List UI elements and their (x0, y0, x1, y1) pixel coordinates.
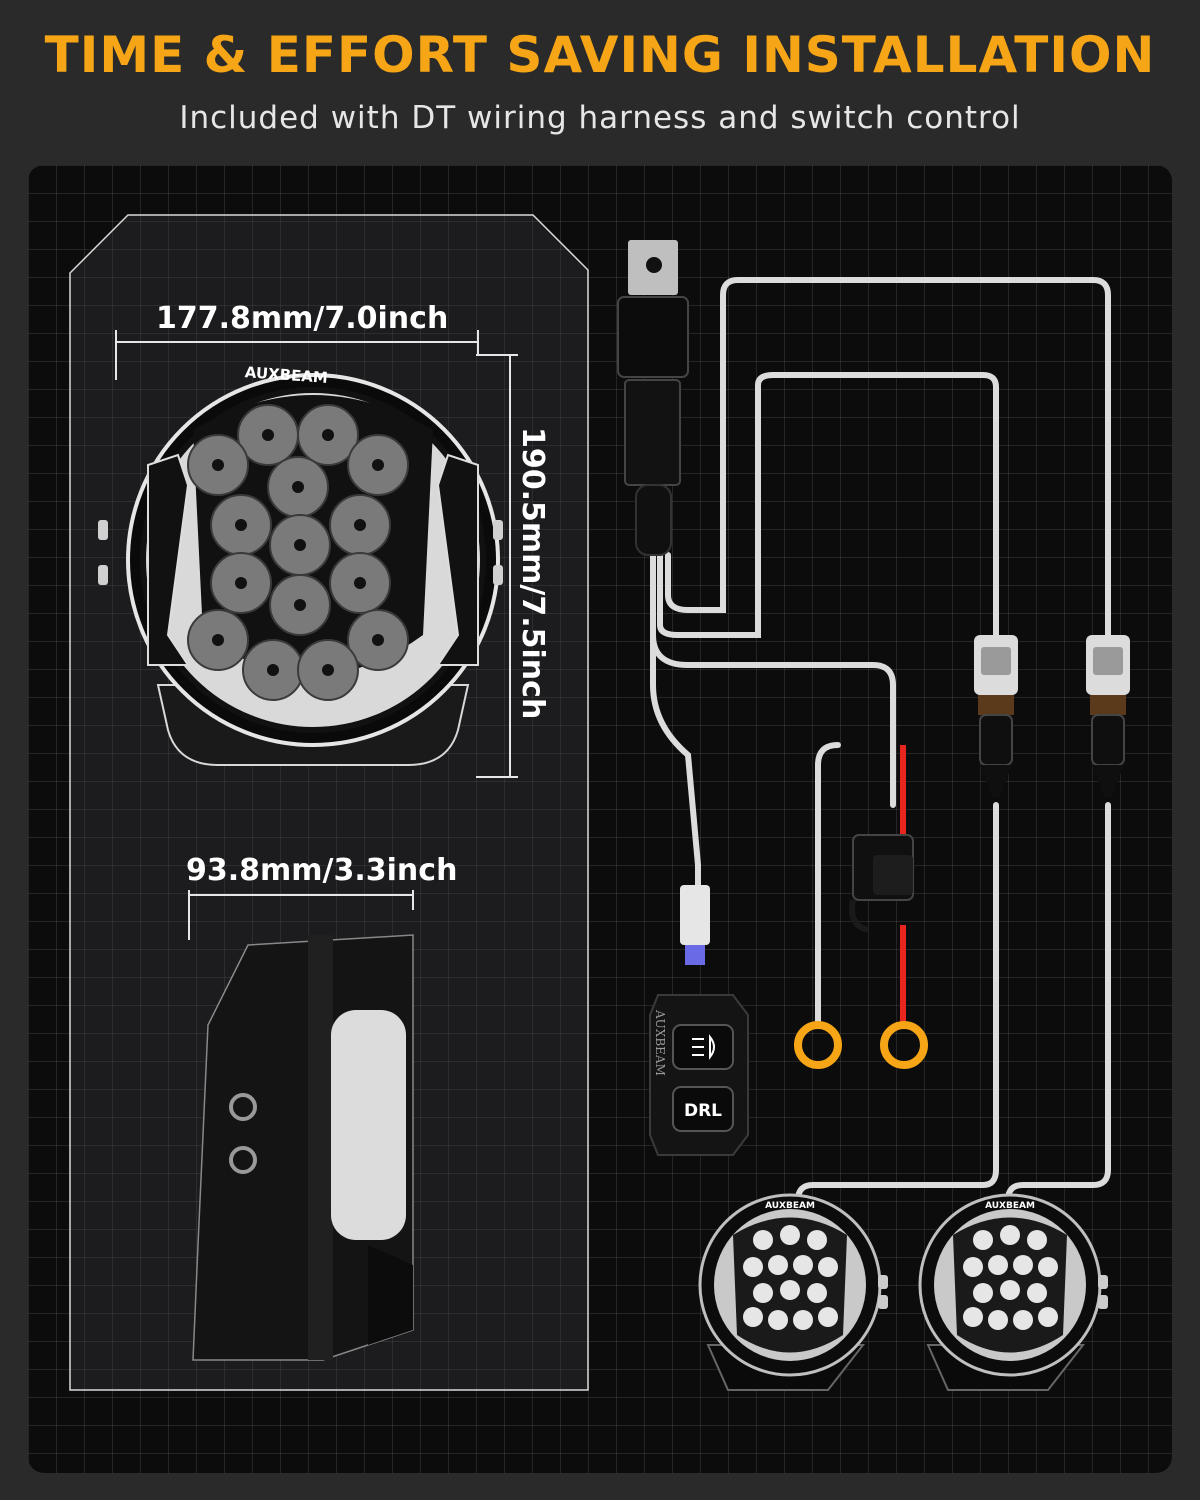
brand-logo-switch: AUXBEAM (653, 1009, 667, 1076)
switch-connector (680, 885, 710, 965)
light-front-view (98, 373, 503, 766)
brand-logo-small-right: AUXBEAM (985, 1201, 1035, 1211)
dt-connector-left (974, 635, 1018, 797)
switch-panel (649, 994, 749, 1156)
ground-ring-terminal (794, 1021, 842, 1069)
relay (617, 240, 689, 556)
height-dimension-label: 190.5mm/7.5inch (515, 427, 550, 720)
page-subtitle: Included with DT wiring harness and swit… (179, 100, 1021, 136)
depth-dimension-label: 93.8mm/3.3inch (186, 853, 458, 888)
switch-drl-label: DRL (684, 1101, 722, 1121)
light-side-view (188, 890, 414, 1361)
light-small-right (918, 1193, 1108, 1391)
dt-connector-right (1086, 635, 1130, 797)
brand-logo-front: AUXBEAM (244, 363, 328, 387)
height-dimension-line (476, 354, 518, 778)
width-dimension-line (115, 330, 479, 380)
width-dimension-label: 177.8mm/7.0inch (156, 301, 449, 336)
light-small-left (698, 1193, 888, 1391)
headlight-icon (692, 1034, 715, 1060)
product-panel: AUXBEAM AUXBEAM DRL AUXBEAM AUXBEAM 177.… (28, 165, 1172, 1473)
page-title: TIME & EFFORT SAVING INSTALLATION (44, 26, 1156, 84)
brand-logo-small-left: AUXBEAM (765, 1201, 815, 1211)
fuse-holder (849, 834, 914, 933)
panel-illustration: AUXBEAM AUXBEAM DRL AUXBEAM AUXBEAM (69, 214, 1130, 1391)
power-ring-terminal (880, 1021, 928, 1069)
